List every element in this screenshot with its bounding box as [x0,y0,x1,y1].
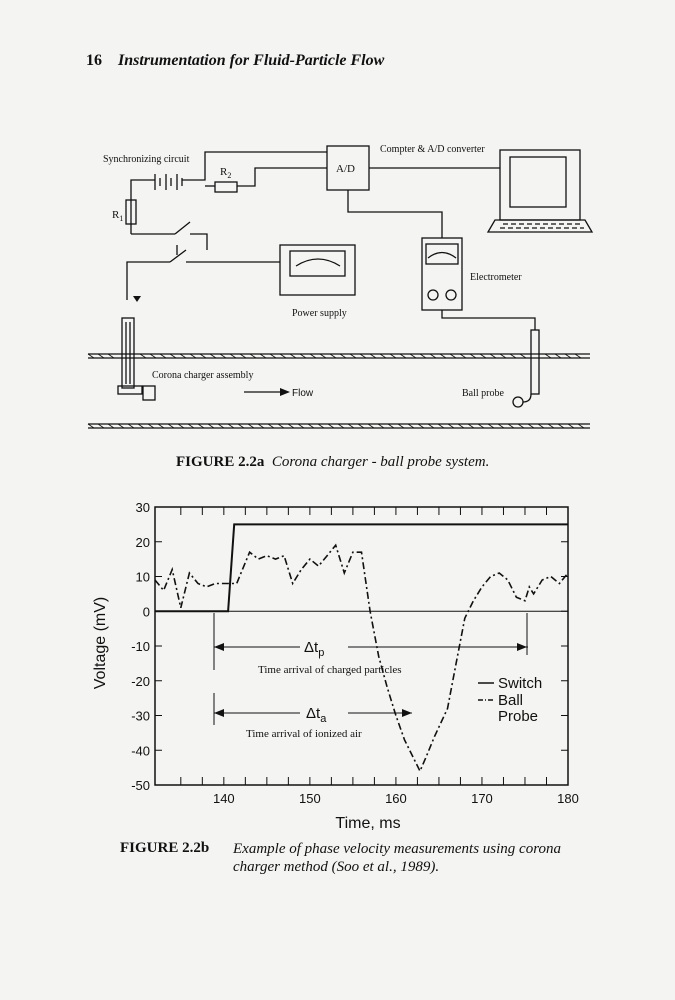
y-tick-label: -10 [131,639,150,654]
x-tick-label: 140 [213,791,235,806]
dta-label: Δta [306,705,327,725]
x-axis-label: Time, ms [335,815,400,832]
y-tick-label: -20 [131,674,150,689]
figure-b-text: Example of phase velocity measurements u… [233,841,561,875]
series-switch [155,523,568,613]
label-power: Power supply [292,308,347,319]
x-tick-label: 160 [385,791,407,806]
y-tick-label: -40 [131,743,150,758]
page-header: 16 Instrumentation for Fluid-Particle Fl… [86,52,384,70]
dta-text: Time arrival of ionized air [246,728,362,740]
dtp-text: Time arrival of charged particles [258,664,402,676]
y-tick-label: -30 [131,709,150,724]
y-tick-label: -50 [131,778,150,793]
figure-a-caption: FIGURE 2.2a Corona charger - ball probe … [176,454,489,471]
page-number: 16 [86,52,102,69]
x-tick-label: 170 [471,791,493,806]
y-tick-label: 10 [136,570,150,585]
series-ball-probe [154,543,569,774]
label-electrometer: Electrometer [470,272,522,283]
label-r2: R2 [220,166,231,180]
label-sync: Synchronizing circuit [103,154,190,165]
y-axis-label: Voltage (mV) [92,597,109,689]
label-ad: A/D [336,163,355,175]
figure-b-label: FIGURE 2.2b [120,840,210,856]
legend-ball: Ball [498,692,523,709]
label-computer: Compter & A/D converter [380,144,485,155]
phase-velocity-chart: 140 150 160 170 180 30 20 10 0 -10 -20 -30 -40 -50 Δt… [92,500,579,832]
label-ball: Ball probe [462,388,504,399]
label-r1: R1 [112,209,123,223]
legend-switch: Switch [498,675,542,692]
figure-a-label: FIGURE 2.2a [176,454,265,470]
label-flow: Flow [292,388,314,399]
figure-a-text: Corona charger - ball probe system. [271,454,490,470]
legend-probe: Probe [498,708,538,725]
y-tick-label: 0 [143,604,150,619]
y-tick-label: 20 [136,535,150,550]
label-corona: Corona charger assembly [152,370,253,381]
x-tick-label: 150 [299,791,321,806]
x-tick-label: 180 [557,791,579,806]
corona-charger-schematic: Synchronizing circuit R1 R2 A/D Compter … [87,144,594,429]
dtp-label: Δtp [304,639,324,659]
y-tick-label: 30 [136,500,150,515]
running-title: Instrumentation for Fluid-Particle Flow [118,52,385,69]
